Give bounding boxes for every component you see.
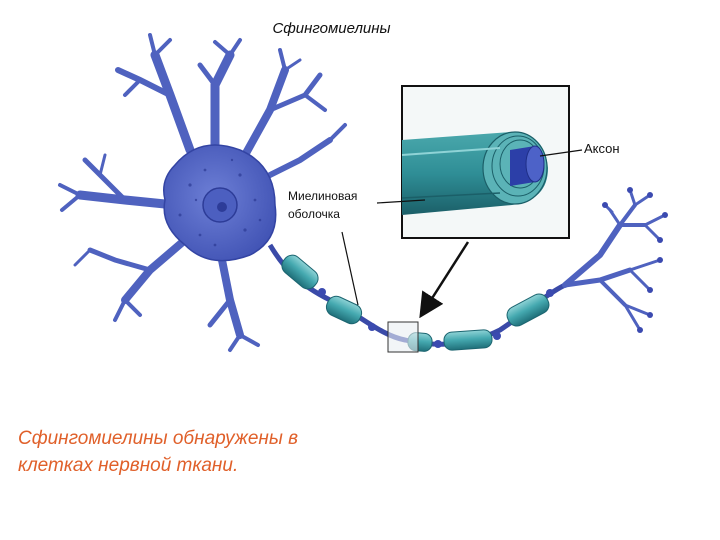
magnified-axon-inset [401,85,570,239]
magnified-region-box [387,321,419,353]
myelin-label-line1: Миелиновая [288,189,358,203]
nucleolus [217,202,227,212]
myelin-pointer-line-inset [376,199,426,204]
myelin-pointer-line-axon [341,231,359,306]
magnify-arrow [419,241,470,319]
myelin-sheath-label: Миелиновая оболочка [288,187,357,223]
axon-terminals [562,188,667,332]
caption-line1: Сфингомиелины обнаружены в [18,428,299,449]
diagram-title: Сфингомиелины [272,20,391,37]
axon-label: Аксон [584,141,620,156]
caption-line2: клетках нервной ткани. [18,455,239,476]
nodes-of-ranvier [318,288,554,348]
caption-text: Сфингомиелины обнаружены в клетках нервн… [18,425,438,479]
dendrites [58,33,347,352]
axon-pointer-line [539,149,583,157]
myelin-label-line2: оболочка [288,207,340,221]
terminal-buttons [602,187,668,333]
